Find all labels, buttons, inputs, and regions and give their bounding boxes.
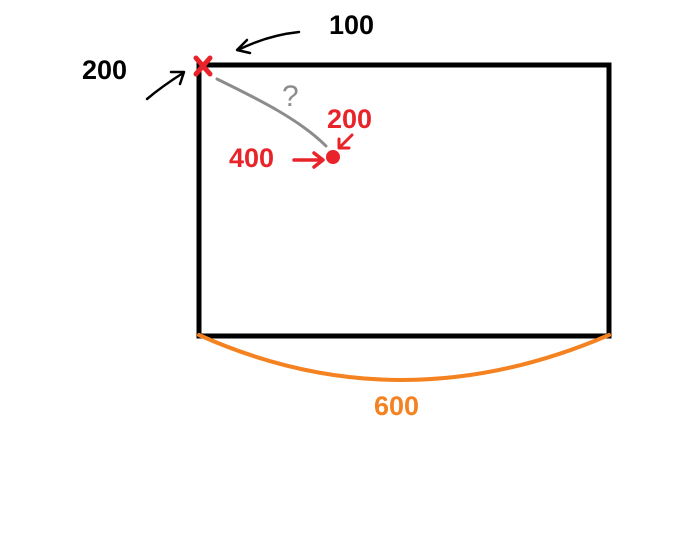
- width-label: 600: [374, 391, 419, 421]
- point-dot: [326, 150, 340, 164]
- rectangle: [196, 62, 612, 339]
- top-arrow: [235, 30, 301, 55]
- point-left-arrow: [292, 151, 325, 169]
- left-arrow: [145, 70, 186, 101]
- point-top-arrow: [337, 133, 354, 150]
- width-brace: [197, 333, 611, 382]
- connector-line: [215, 77, 328, 148]
- corner-top-label: 100: [329, 10, 374, 40]
- corner-left-label: 200: [82, 55, 127, 85]
- point-top-label: 200: [327, 104, 372, 134]
- corner-x-marker: [193, 55, 213, 77]
- question-mark: ?: [282, 80, 299, 113]
- point-left-label: 400: [229, 143, 274, 173]
